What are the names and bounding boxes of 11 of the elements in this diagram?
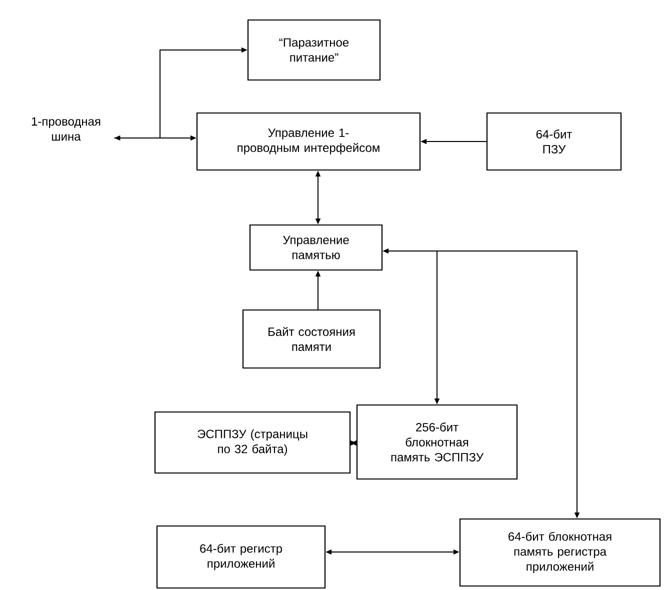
block-box: 256-бит блокнотная память ЭСППЗУ xyxy=(356,404,518,480)
block-box: 64-бит блокнотная память регистра приложений xyxy=(459,518,661,587)
block-box: “Паразитное питание” xyxy=(247,19,381,81)
block-box: ЭСППЗУ (страницы по 32 байта) xyxy=(154,411,351,474)
block-box: 64-бит ПЗУ xyxy=(486,112,622,171)
block-box: Управление памятью xyxy=(249,224,383,271)
block-box: Управление 1-проводным интерфейсом xyxy=(196,112,421,171)
arrow xyxy=(350,440,357,446)
bus-label: 1-проводная шина xyxy=(32,117,100,141)
block-box: 64-бит регистр приложений xyxy=(156,525,326,589)
block-box: Байт состояния памяти xyxy=(242,309,381,369)
